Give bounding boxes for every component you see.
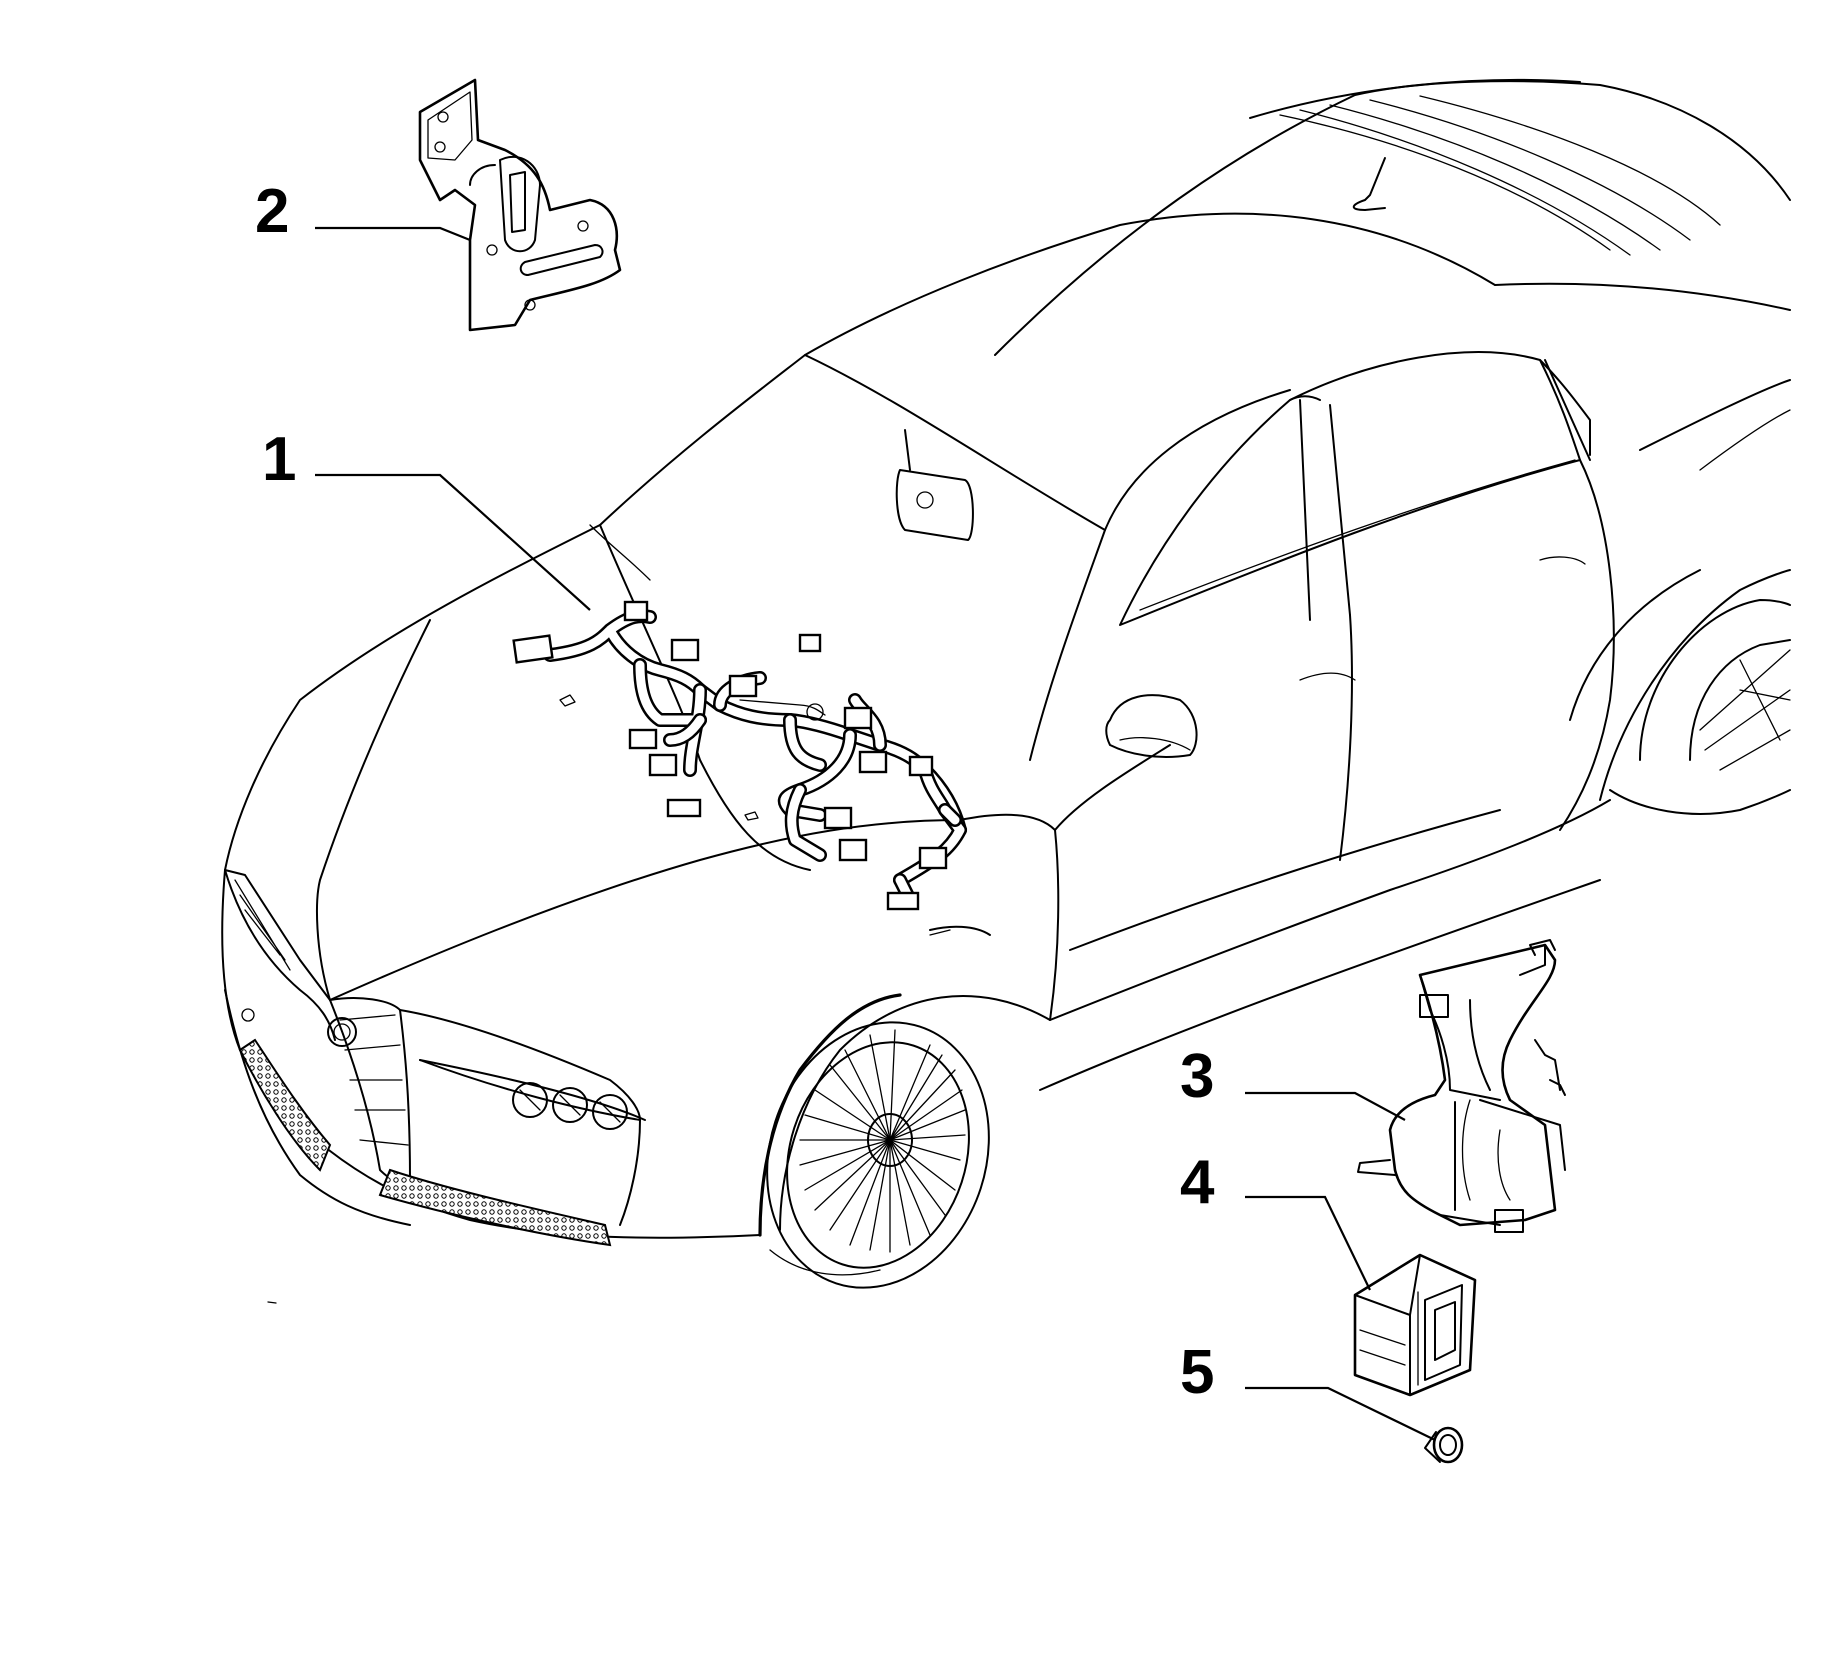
leader-4 [1245,1195,1371,1291]
leader-2 [315,226,471,242]
callout-3: 3 [1180,1042,1214,1111]
part-3-support-bracket [1357,939,1566,1233]
part-4-clip-holder [1353,1253,1477,1397]
callout-5: 5 [1180,1338,1214,1407]
leader-1 [315,473,591,611]
car-illustration [221,78,1791,1304]
part-2-bracket [418,78,622,332]
callout-leaders [315,226,1436,1441]
front-wheel [758,993,990,1289]
part-1-wiring-harness [512,600,967,911]
callout-numbers: 1 2 3 4 5 [255,177,1215,1407]
callout-4: 4 [1180,1148,1215,1217]
callout-1: 1 [262,425,296,494]
callout-2: 2 [255,177,289,246]
part-5-nut [1424,1426,1464,1464]
leader-5 [1245,1386,1436,1441]
leader-3 [1245,1091,1406,1121]
